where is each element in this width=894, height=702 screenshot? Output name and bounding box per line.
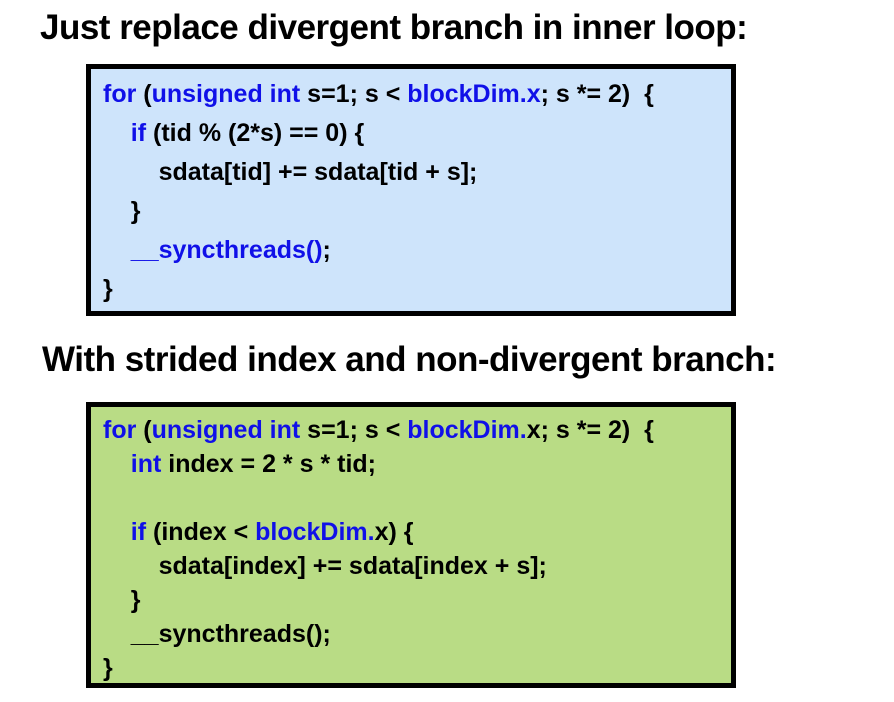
code-text: ( xyxy=(136,416,152,444)
code-keyword: __syncthreads() xyxy=(130,236,323,264)
code-text: index = 2 * s * tid; xyxy=(161,450,376,478)
code-keyword: unsigned int xyxy=(151,80,301,108)
code-block-divergent-branch: for (unsigned int s=1; s < blockDim.x; s… xyxy=(86,64,736,316)
code-text xyxy=(103,450,131,478)
code-keyword: blockDim. xyxy=(407,416,527,444)
code-text xyxy=(103,119,131,147)
code-line: if (index < blockDim.x) { xyxy=(103,515,731,549)
code-text: } xyxy=(103,197,141,225)
code-line: for (unsigned int s=1; s < blockDim.x; s… xyxy=(103,413,731,447)
code-text: sdata[tid] += sdata[tid + s]; xyxy=(103,158,478,186)
code-text xyxy=(103,518,131,546)
code-text xyxy=(103,236,131,264)
code-text: x) { xyxy=(374,518,414,546)
code-keyword: int xyxy=(130,450,162,478)
code-line: } xyxy=(103,270,731,309)
code-text: s=1; s < xyxy=(300,416,408,444)
code-line: __syncthreads(); xyxy=(103,231,731,270)
code-line xyxy=(103,481,731,515)
slide-title-divergent-branch: Just replace divergent branch in inner l… xyxy=(40,8,748,47)
code-line: } xyxy=(103,651,731,685)
code-line: __syncthreads(); xyxy=(103,617,731,651)
code-text: } xyxy=(103,654,113,682)
code-text: __syncthreads(); xyxy=(103,620,331,648)
code-line: int index = 2 * s * tid; xyxy=(103,447,731,481)
code-keyword: blockDim. xyxy=(255,518,375,546)
code-keyword: for xyxy=(103,80,137,108)
code-line: } xyxy=(103,583,731,617)
code-text: ; xyxy=(322,236,331,264)
code-text: } xyxy=(103,586,141,614)
code-block-strided-index: for (unsigned int s=1; s < blockDim.x; s… xyxy=(86,402,736,688)
code-line: sdata[index] += sdata[index + s]; xyxy=(103,549,731,583)
code-text: s=1; s < xyxy=(300,80,408,108)
code-text: (index < xyxy=(146,518,256,546)
code-line: } xyxy=(103,192,731,231)
code-keyword: blockDim.x xyxy=(407,80,541,108)
code-keyword: if xyxy=(130,518,147,546)
code-keyword: for xyxy=(103,416,137,444)
code-text: (tid % (2*s) == 0) { xyxy=(146,119,365,147)
code-text: } xyxy=(103,275,113,303)
code-line: for (unsigned int s=1; s < blockDim.x; s… xyxy=(103,75,731,114)
slide-title-strided-index: With strided index and non-divergent bra… xyxy=(42,340,777,379)
code-line: sdata[tid] += sdata[tid + s]; xyxy=(103,153,731,192)
code-text: ( xyxy=(136,80,152,108)
code-text: ; s *= 2) { xyxy=(540,80,654,108)
code-line: if (tid % (2*s) == 0) { xyxy=(103,114,731,153)
code-keyword: if xyxy=(130,119,147,147)
code-text: x; s *= 2) { xyxy=(526,416,654,444)
code-text: sdata[index] += sdata[index + s]; xyxy=(103,552,547,580)
code-keyword: unsigned int xyxy=(151,416,301,444)
